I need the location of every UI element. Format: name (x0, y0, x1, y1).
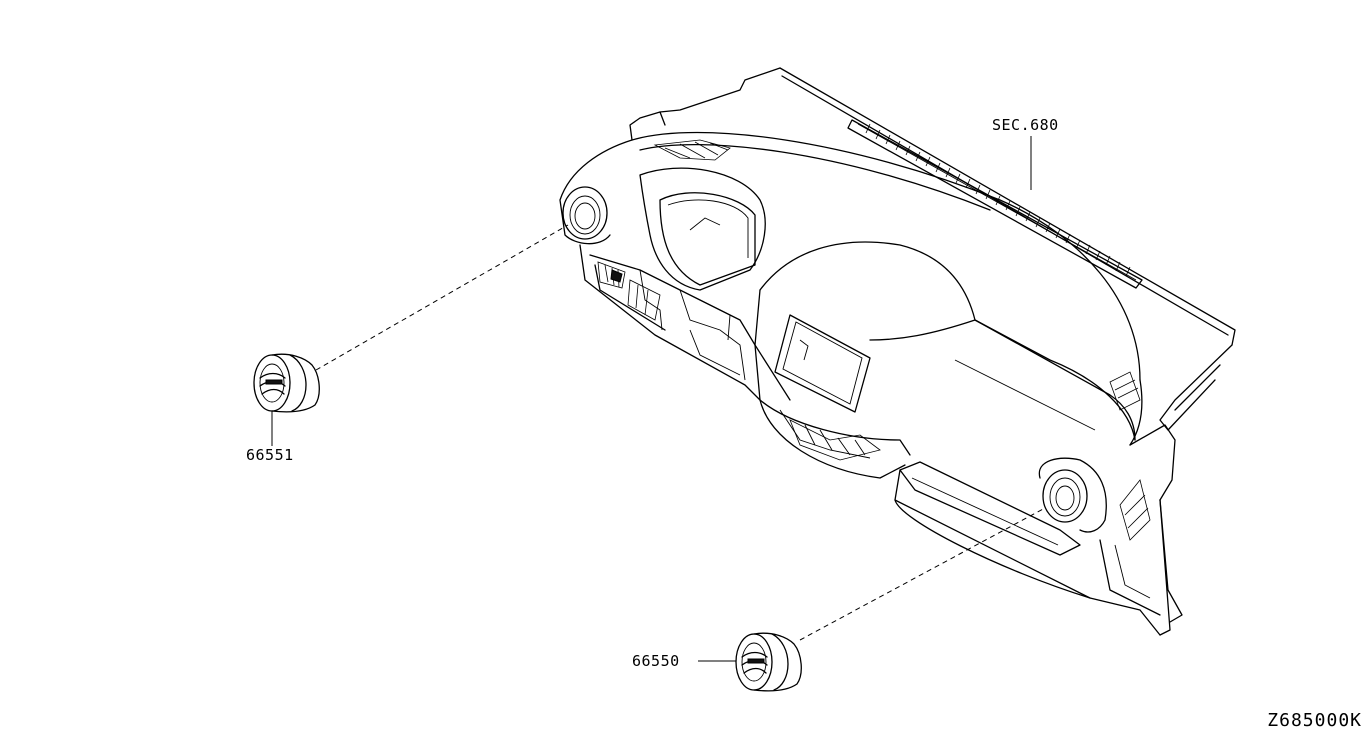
dash-leader-right (799, 507, 1046, 641)
callout-66551: 66551 (246, 446, 294, 464)
side-vent-right (735, 632, 802, 692)
callout-sec-680: SEC.680 (992, 116, 1059, 134)
defroster-grille (847, 119, 1143, 289)
instrument-panel-assembly (559, 67, 1236, 636)
dash-leader-left (315, 224, 569, 371)
illustration-code: Z685000K (1267, 710, 1362, 731)
callout-66550: 66550 (632, 652, 680, 670)
side-vent-left (253, 353, 320, 413)
